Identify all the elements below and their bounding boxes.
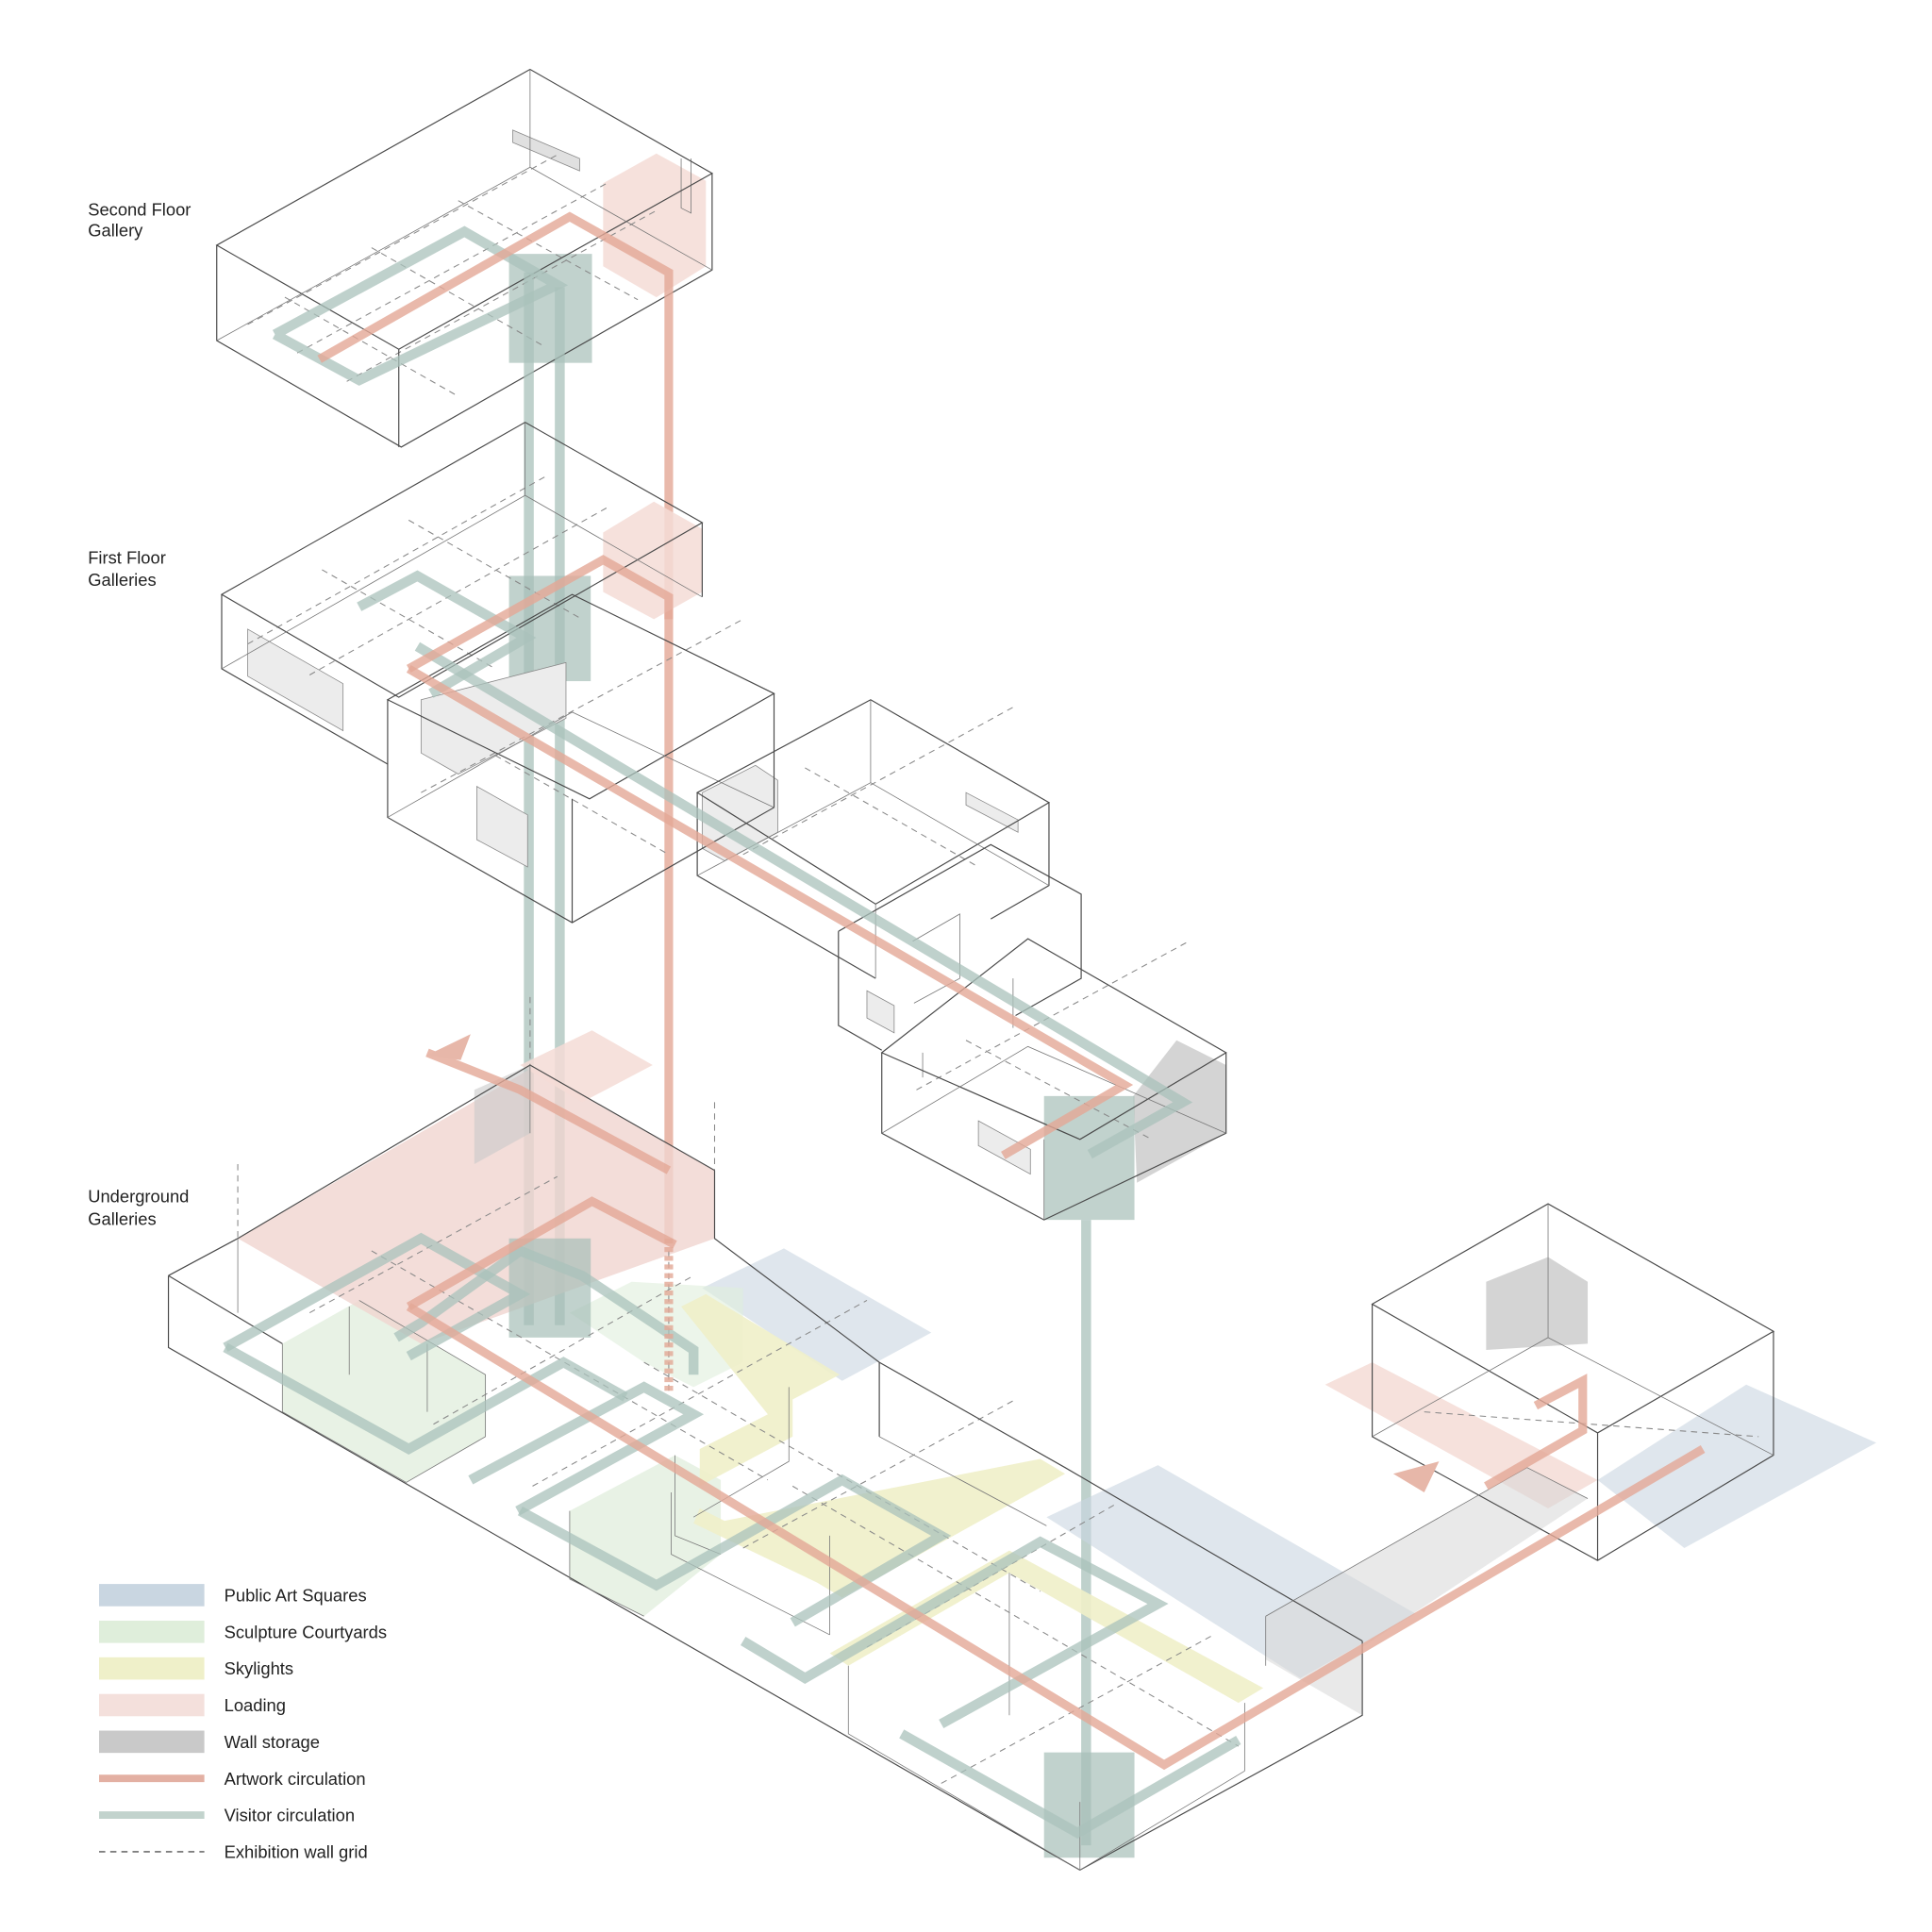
legend-item: Artwork circulation [99, 1769, 366, 1789]
legend-label: Public Art Squares [225, 1585, 367, 1605]
legend-item: Exhibition wall grid [99, 1841, 368, 1861]
legend-swatch [99, 1620, 205, 1643]
loading-arrow-icon [1392, 1461, 1440, 1492]
legend-label: Visitor circulation [225, 1806, 355, 1825]
legend-label: Artwork circulation [225, 1769, 366, 1789]
underground-label-line1: Underground [88, 1187, 189, 1207]
visitor-core [508, 254, 592, 363]
first-floor-label-line1: First Floor [88, 547, 166, 567]
legend-swatch [99, 1584, 205, 1607]
legend-item: Loading [99, 1693, 286, 1717]
skylight [829, 1550, 1264, 1704]
skylight [681, 1293, 841, 1487]
public-art-square [1597, 1384, 1876, 1549]
legend-label: Skylights [225, 1658, 293, 1678]
loading-zone [603, 153, 707, 298]
underground-galleries [167, 996, 1876, 1872]
skylight [693, 1458, 1066, 1598]
underground-label-line2: Galleries [88, 1208, 156, 1228]
legend-label: Wall storage [225, 1732, 320, 1752]
legend-swatch [99, 1693, 205, 1717]
legend-swatch [99, 1730, 205, 1754]
visitor-core [1043, 1095, 1135, 1221]
wall-storage [1486, 1257, 1589, 1350]
wall-storage [512, 129, 580, 172]
second-floor-label-line1: Second Floor [88, 199, 191, 219]
legend-label: Sculpture Courtyards [225, 1622, 387, 1641]
wall-storage [247, 628, 344, 732]
legend-label: Loading [225, 1695, 286, 1715]
loading-arrow-icon [426, 1034, 471, 1060]
legend-label: Exhibition wall grid [225, 1841, 368, 1861]
legend-item: Wall storage [99, 1730, 320, 1754]
wall-storage [965, 791, 1019, 833]
wall-storage [977, 1120, 1031, 1175]
first-floor-label-line2: Galleries [88, 570, 156, 590]
loading-zone [520, 1030, 653, 1103]
wall-storage [476, 785, 528, 868]
sculpture-courtyard [569, 1455, 722, 1617]
loading-zone [603, 501, 703, 620]
wall-storage [866, 990, 895, 1034]
first-floor-galleries [220, 421, 1227, 1221]
legend-item: Visitor circulation [99, 1806, 355, 1825]
legend-item: Public Art Squares [99, 1584, 367, 1607]
wall-storage [1133, 1040, 1226, 1183]
legend-item: Sculpture Courtyards [99, 1620, 387, 1643]
legend-swatch [99, 1657, 205, 1680]
floor-labels: Second Floor Gallery First Floor Galleri… [88, 199, 191, 1228]
second-floor-label-line2: Gallery [88, 221, 143, 241]
legend-item: Skylights [99, 1657, 293, 1680]
second-floor-gallery [215, 68, 714, 1239]
